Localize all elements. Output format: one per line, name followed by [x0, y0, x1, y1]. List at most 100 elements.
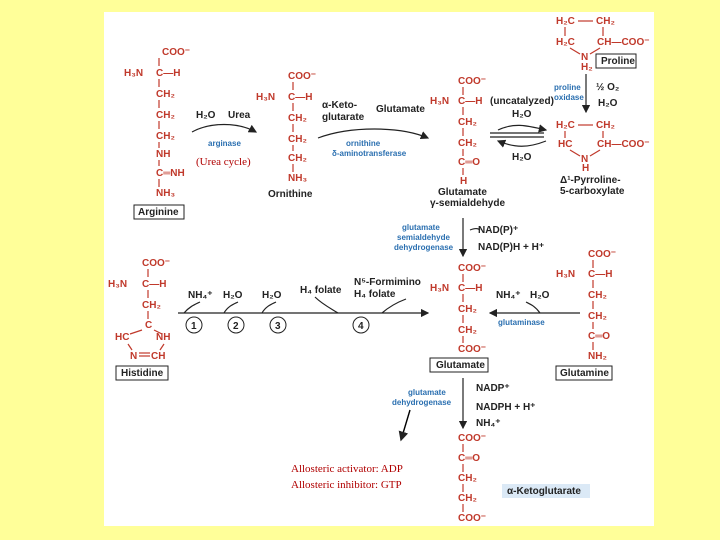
- gln-nh4: NH₄⁺: [496, 290, 521, 301]
- his-c: C: [145, 320, 152, 331]
- step5-nadp: NAD(P)⁺: [478, 225, 518, 236]
- gln-ch: C—H: [588, 269, 612, 280]
- step5-enzyme-1: glutamate: [402, 223, 440, 232]
- glutaminase-step: NH₄⁺ H₂O glutaminase: [488, 290, 580, 327]
- p5c-h2c: H₂C: [556, 120, 575, 131]
- gsa-label-2: γ-semialdehyde: [430, 198, 505, 209]
- pro-h2c: H₂C: [556, 16, 575, 27]
- arg-h3n: H₃N: [124, 68, 143, 79]
- arg-ch: C—H: [156, 68, 180, 79]
- his-step-4: 4: [358, 321, 364, 332]
- arg-ch2-2: CH₂: [156, 110, 175, 121]
- gsa-dehydrogenase-step: glutamate semialdehyde dehydrogenase NAD…: [394, 218, 544, 258]
- his-formimino-1: N⁵-Formimino: [354, 277, 421, 288]
- his-h3n: H₃N: [108, 279, 127, 290]
- his-nh: NH: [156, 332, 170, 343]
- pro-ch-coo: CH—COO⁻: [597, 37, 650, 48]
- glu-coo-top: COO⁻: [458, 263, 486, 274]
- his-ch2: CH₂: [142, 300, 161, 311]
- glu-ch: C—H: [458, 283, 482, 294]
- p5c-label-1: Δ¹-Pyrroline-: [560, 175, 621, 186]
- his-hc: HC: [115, 332, 129, 343]
- his-step-3: 3: [275, 321, 281, 332]
- his-ch-ring: CH: [151, 351, 165, 362]
- step2-glutamate: Glutamate: [376, 104, 425, 115]
- akg-structure: COO⁻ C═O CH₂ CH₂ COO⁻ α-Ketoglutarate: [458, 433, 590, 524]
- p5c-ch-coo: CH—COO⁻: [597, 139, 650, 150]
- glutamine-structure: COO⁻ H₃N C—H CH₂ CH₂ C═O NH₂ Glutamine: [555, 249, 616, 381]
- step5-enzyme-2: semialdehyde: [397, 233, 450, 242]
- urea-cycle-note: (Urea cycle): [196, 156, 251, 168]
- gdh-enzyme-1: glutamate: [408, 388, 446, 397]
- akg-coo-bottom: COO⁻: [458, 513, 486, 524]
- orn-ch2-1: CH₂: [288, 113, 307, 124]
- gsa-ch2-1: CH₂: [458, 117, 477, 128]
- transaminase-step: α-Keto- glutarate Glutamate ornithine δ-…: [317, 100, 430, 158]
- orn-ch2-2: CH₂: [288, 134, 307, 145]
- gsa-co: C═O: [458, 157, 480, 168]
- glu-ch2-1: CH₂: [458, 304, 477, 315]
- proline-oxidase-step: proline oxidase ½ O₂ H₂O: [554, 74, 619, 114]
- akg-ch2-2: CH₂: [458, 493, 477, 504]
- gln-h2o: H₂O: [530, 290, 550, 301]
- his-coo: COO⁻: [142, 258, 170, 269]
- gdh-nadph: NADPH + H⁺: [476, 402, 535, 413]
- his-h2o-2: H₂O: [262, 290, 282, 301]
- arg-nh: NH: [156, 149, 170, 160]
- gsa-label-1: Glutamate: [438, 187, 487, 198]
- glutamate-label: Glutamate: [436, 360, 485, 371]
- orn-ch: C—H: [288, 92, 312, 103]
- p5c-n: N: [581, 154, 588, 165]
- gsa-h3n: H₃N: [430, 96, 449, 107]
- ornithine-label: Ornithine: [268, 189, 313, 200]
- his-step-2: 2: [233, 321, 239, 332]
- glutamate-dehydrogenase-step: glutamate dehydrogenase NADP⁺ NADPH + H⁺…: [392, 378, 535, 430]
- histidine-structure: COO⁻ H₃N C—H CH₂ C HC NH N CH Histidine: [108, 258, 170, 381]
- p5c-structure: H₂C CH₂ HC CH—COO⁻ N H Δ¹-Pyrroline- 5-c…: [556, 120, 650, 197]
- pro-oxidase-1: proline: [554, 83, 581, 92]
- step1-urea: Urea: [228, 110, 251, 121]
- glutamate-structure: COO⁻ H₃N C—H CH₂ CH₂ COO⁻ Glutamate: [429, 263, 489, 373]
- his-step-1: 1: [191, 321, 197, 332]
- gdh-nh4: NH₄⁺: [476, 418, 501, 429]
- arginine-structure: COO⁻ H₃N C—H CH₂ CH₂ CH₂ NH C═NH NH₃ Arg…: [124, 47, 190, 220]
- gln-ch2-2: CH₂: [588, 311, 607, 322]
- glu-coo-bottom: COO⁻: [458, 344, 486, 355]
- gsa-ch: C—H: [458, 96, 482, 107]
- his-formimino-2: H₄ folate: [354, 289, 396, 300]
- p5c-ch2: CH₂: [596, 120, 615, 131]
- pro-h2c-2: H₂C: [556, 37, 575, 48]
- gsa-h: H: [460, 176, 467, 187]
- glutamine-label: Glutamine: [560, 368, 609, 379]
- akg-ch2-1: CH₂: [458, 473, 477, 484]
- p5c-label-2: 5-carboxylate: [560, 186, 625, 197]
- arg-coo: COO⁻: [162, 47, 190, 58]
- p5c-h: H: [582, 163, 589, 174]
- step2-akg-1: α-Keto-: [322, 100, 357, 111]
- akg-co: C═O: [458, 453, 480, 464]
- glutaminase-enzyme: glutaminase: [498, 318, 545, 327]
- gln-co: C═O: [588, 331, 610, 342]
- orn-ch2-3: CH₂: [288, 153, 307, 164]
- gsa-structure: COO⁻ H₃N C—H CH₂ CH₂ C═O H Glutamate γ-s…: [430, 76, 505, 209]
- arg-ch2-1: CH₂: [156, 89, 175, 100]
- gsa-ch2-2: CH₂: [458, 138, 477, 149]
- arginine-label: Arginine: [138, 207, 179, 218]
- pro-oxidase-2: oxidase: [554, 93, 584, 102]
- arginase-enzyme: arginase: [208, 139, 241, 148]
- arg-ch2-3: CH₂: [156, 131, 175, 142]
- gln-coo: COO⁻: [588, 249, 616, 260]
- akg-label: α-Ketoglutarate: [507, 486, 581, 497]
- step1-h2o: H₂O: [196, 110, 216, 121]
- step2-enzyme-1: ornithine: [346, 139, 381, 148]
- step4-h2o: H₂O: [598, 98, 618, 109]
- gln-ch2-1: CH₂: [588, 290, 607, 301]
- orn-nh3: NH₃: [288, 173, 307, 184]
- glu-h3n: H₃N: [430, 283, 449, 294]
- gdh-enzyme-2: dehydrogenase: [392, 398, 452, 407]
- his-h4folate: H₄ folate: [300, 285, 342, 296]
- gsa-coo: COO⁻: [458, 76, 486, 87]
- proline-label: Proline: [601, 56, 635, 67]
- p5c-hc: HC: [558, 139, 572, 150]
